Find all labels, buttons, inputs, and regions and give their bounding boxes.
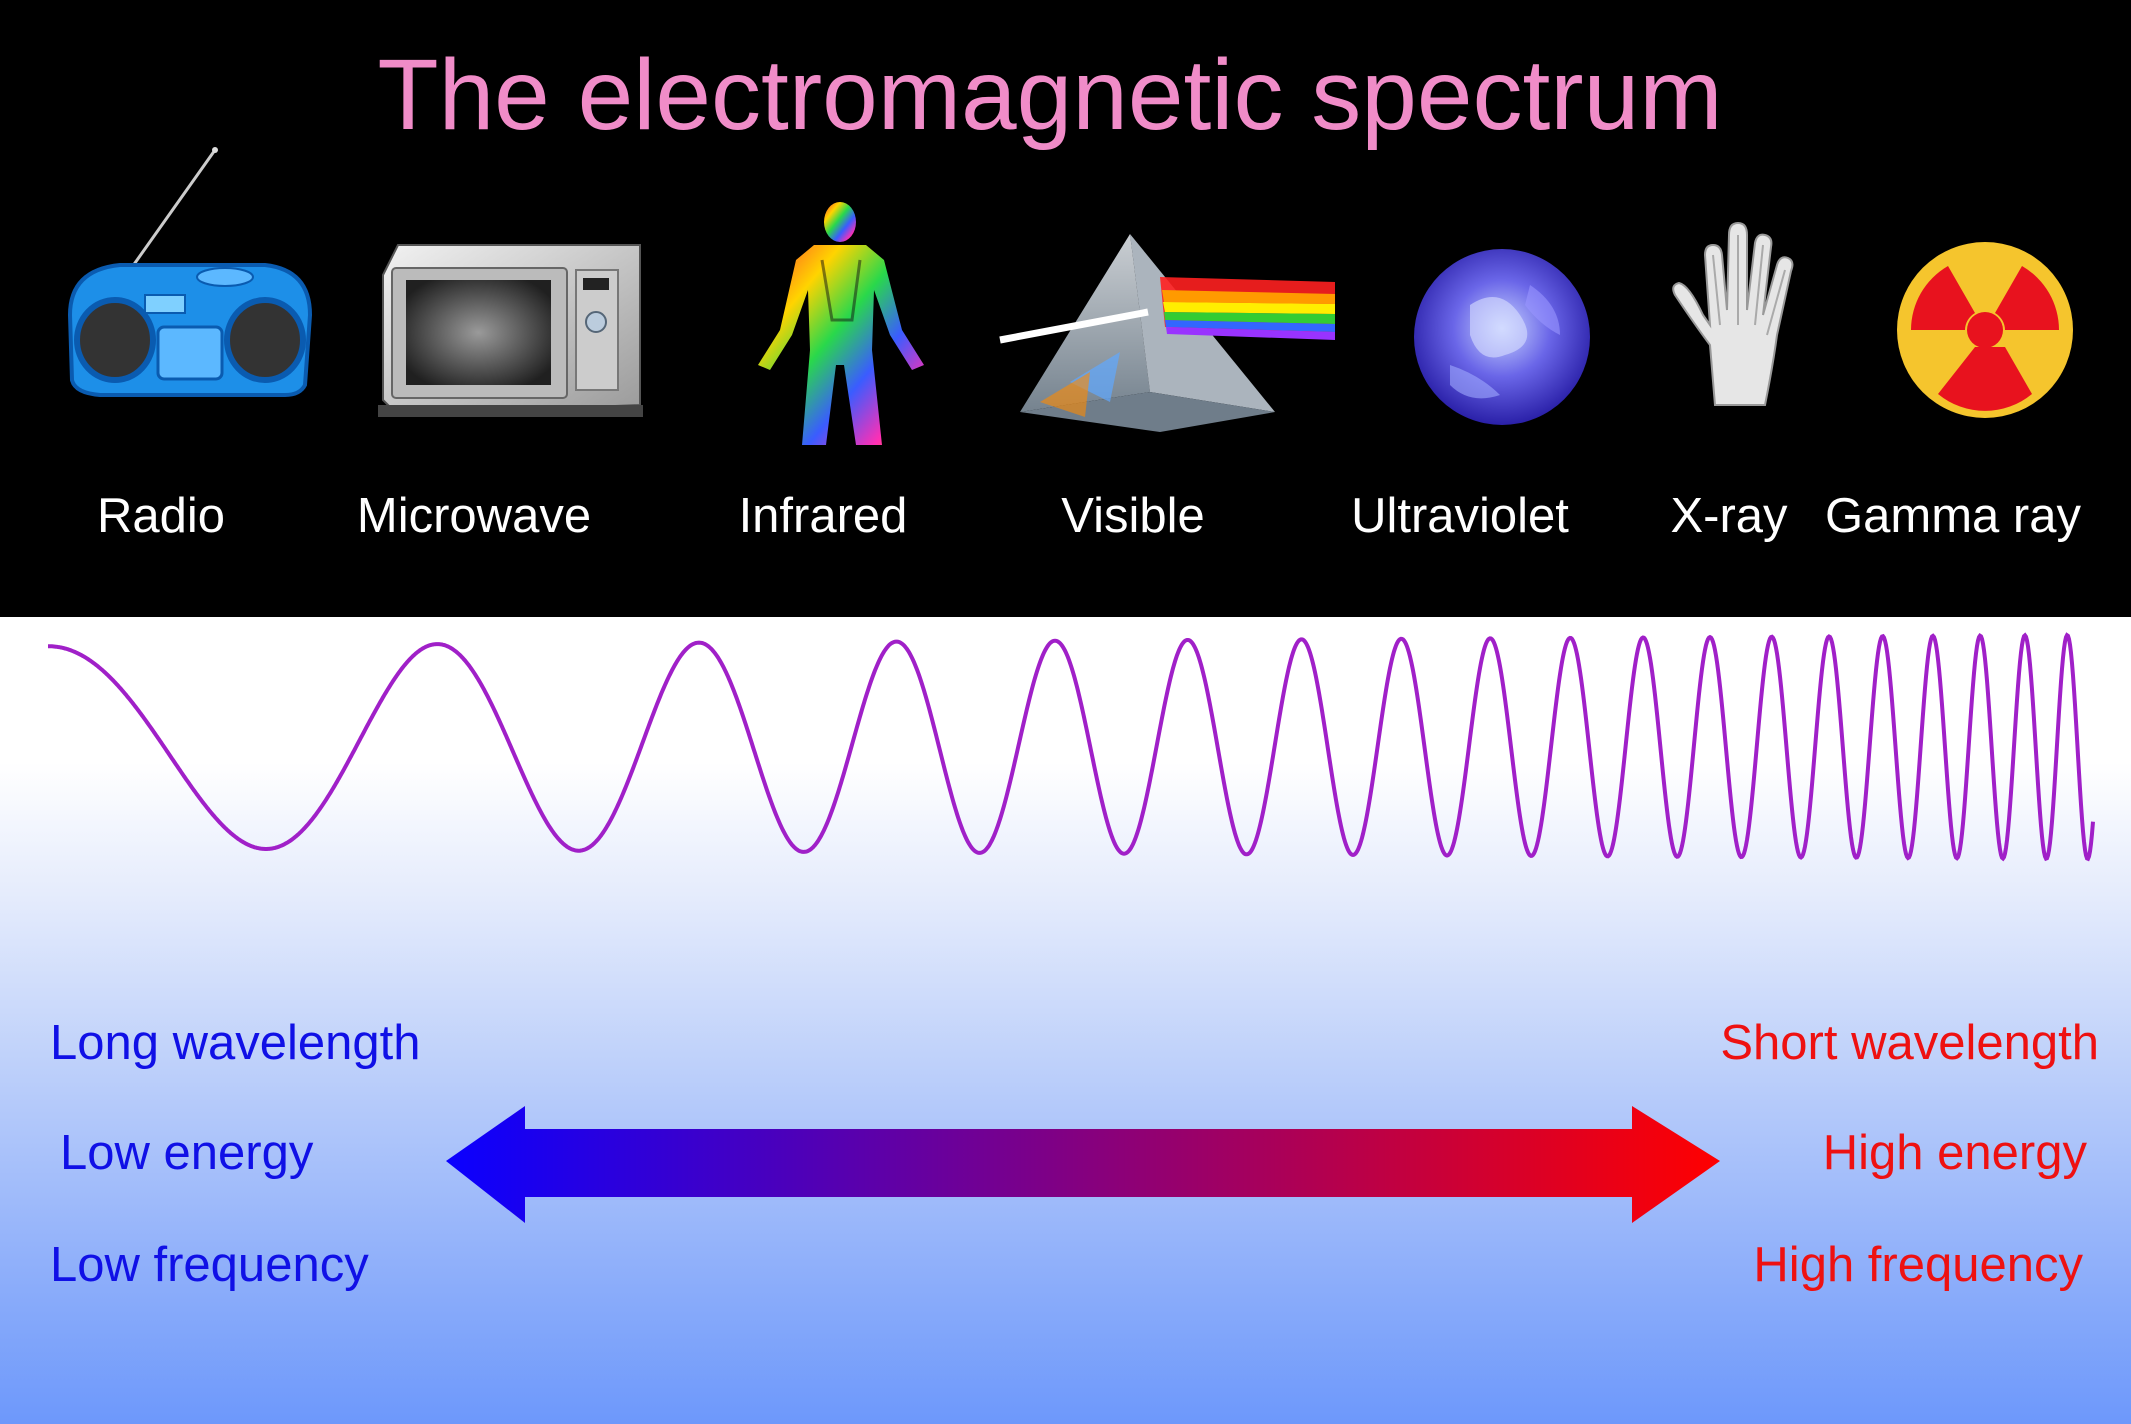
wave-line bbox=[48, 632, 2095, 862]
band-label-visible: Visible bbox=[1061, 489, 1205, 543]
microwave-icon bbox=[378, 244, 643, 417]
spectrum-panel: Long wavelength Low energy Low frequency… bbox=[0, 617, 2131, 1424]
radio-icon bbox=[67, 147, 313, 397]
radiation-icon bbox=[1897, 242, 2073, 418]
band-label-ultraviolet: Ultraviolet bbox=[1351, 489, 1569, 543]
band-label-microwave: Microwave bbox=[356, 489, 592, 543]
page-title: The electromagnetic spectrum bbox=[377, 39, 1723, 151]
arrow-shape bbox=[446, 1106, 1720, 1223]
high-frequency-label: High frequency bbox=[1753, 1238, 2083, 1292]
low-energy-label: Low energy bbox=[60, 1126, 314, 1180]
infrared-body-icon bbox=[758, 202, 924, 445]
wave-graphic bbox=[48, 632, 2095, 862]
low-frequency-label: Low frequency bbox=[50, 1238, 369, 1292]
high-energy-label: High energy bbox=[1822, 1126, 2087, 1180]
uv-star-icon bbox=[1414, 249, 1590, 425]
band-label-infrared: Infrared bbox=[738, 489, 908, 543]
prism-icon bbox=[999, 234, 1335, 432]
band-label-gamma: Gamma ray bbox=[1825, 489, 2081, 543]
double-arrow bbox=[446, 1106, 1720, 1223]
short-wavelength-label: Short wavelength bbox=[1720, 1016, 2099, 1070]
long-wavelength-label: Long wavelength bbox=[50, 1016, 421, 1070]
xray-hand-icon bbox=[1672, 221, 1794, 406]
band-label-radio: Radio bbox=[96, 489, 226, 543]
band-label-xray: X-ray bbox=[1670, 489, 1788, 543]
header-panel: The electromagnetic spectrum bbox=[0, 0, 2131, 617]
